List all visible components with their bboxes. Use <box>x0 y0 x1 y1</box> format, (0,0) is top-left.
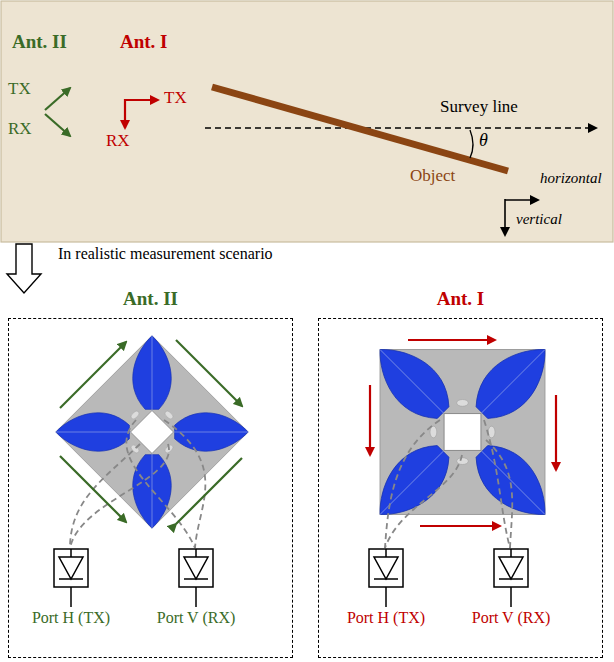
antenna-ii <box>56 336 248 528</box>
amplifier-part <box>499 578 523 580</box>
amplifier-part <box>59 557 83 579</box>
antenna-i-edge-arrows <box>408 339 495 341</box>
port-node: Port V (RX) <box>469 547 554 627</box>
antenna-i-edge-arrows <box>420 525 500 527</box>
antenna-i <box>380 350 545 515</box>
angle-arc <box>470 130 473 158</box>
port-node: Port H (TX) <box>344 547 429 627</box>
amplifier-part <box>385 549 387 557</box>
antenna-ii-edge-arrows <box>176 458 242 524</box>
amplifier-part <box>510 587 512 607</box>
survey-line-label: Survey line <box>440 98 518 117</box>
antenna-ii-arrows <box>45 88 70 110</box>
axes <box>505 199 538 201</box>
amplifier-part <box>374 557 398 579</box>
antenna-ii-arrows <box>45 114 70 136</box>
port-role: RX <box>8 120 32 139</box>
amplifier-part <box>59 578 83 580</box>
antenna-name: Ant. I <box>120 32 168 53</box>
amplifier-part <box>54 549 88 587</box>
antenna-name: Ant. II <box>12 32 67 53</box>
feed-cables <box>484 420 510 548</box>
angle-symbol: θ <box>479 131 488 151</box>
amplifier-symbol <box>176 547 216 609</box>
port-label: Port H (TX) <box>32 609 110 627</box>
amplifier-part <box>70 587 72 607</box>
amplifier-part <box>494 549 528 587</box>
antenna-i-arrows <box>124 99 158 128</box>
antenna-i-edge-arrows <box>370 340 556 526</box>
antenna-ii-edge-arrows <box>60 456 126 522</box>
feed-cables <box>385 455 462 548</box>
panel-heading: Ant. I <box>319 288 602 310</box>
amplifier-part <box>179 549 213 587</box>
amplifier-part <box>369 549 403 587</box>
antenna-ii-edge-arrows <box>60 342 126 408</box>
antenna-ii-arrows <box>45 88 70 136</box>
port-role: TX <box>164 89 187 108</box>
port-label: Port V (RX) <box>157 609 236 627</box>
amplifier-part <box>385 587 387 607</box>
antenna-panel: Ant. IPort H (TX)Port V (RX) <box>318 318 603 658</box>
port-node: Port V (RX) <box>154 547 239 627</box>
amplifier-symbol <box>366 547 406 609</box>
port-label: Port V (RX) <box>472 609 551 627</box>
object-label: Object <box>410 167 455 186</box>
feed-cables <box>126 420 195 548</box>
panel-heading: Ant. II <box>9 288 292 310</box>
amplifier-symbol <box>51 547 91 609</box>
axis-label: vertical <box>516 211 562 228</box>
antenna-i-edge-arrows <box>555 395 557 470</box>
port-node: Port H (TX) <box>29 547 114 627</box>
feed-cables <box>70 444 169 548</box>
transition-arrow <box>7 244 41 293</box>
amplifier-part <box>374 578 398 580</box>
amplifier-part <box>184 578 208 580</box>
port-role: TX <box>8 80 31 99</box>
antenna-i-arrows <box>124 99 158 101</box>
amplifier-part <box>499 557 523 579</box>
survey-line <box>205 127 596 129</box>
amplifier-symbol <box>491 547 531 609</box>
antenna-i-arrows <box>124 99 126 128</box>
port-role: RX <box>106 132 130 151</box>
amplifier-part <box>195 587 197 607</box>
antenna-ii-edge-arrows <box>176 340 242 406</box>
feed-cables <box>385 420 440 548</box>
scene-panel <box>1 1 613 242</box>
amplifier-part <box>510 549 512 557</box>
feed-cables <box>70 420 512 548</box>
amplifier-part <box>184 557 208 579</box>
feed-cables <box>70 444 140 548</box>
axis-label: horizontal <box>540 170 602 187</box>
antenna-panel: Ant. IIPort H (TX)Port V (RX) <box>8 318 293 658</box>
transition-note: In realistic measurement scenario <box>58 245 273 263</box>
port-label: Port H (TX) <box>347 609 425 627</box>
amplifier-part <box>70 549 72 557</box>
axes <box>504 199 506 235</box>
antenna-i-edge-arrows <box>369 385 371 455</box>
amplifier-part <box>195 549 197 557</box>
antenna-ii-edge-arrows <box>60 340 242 524</box>
feed-cables <box>486 440 512 548</box>
